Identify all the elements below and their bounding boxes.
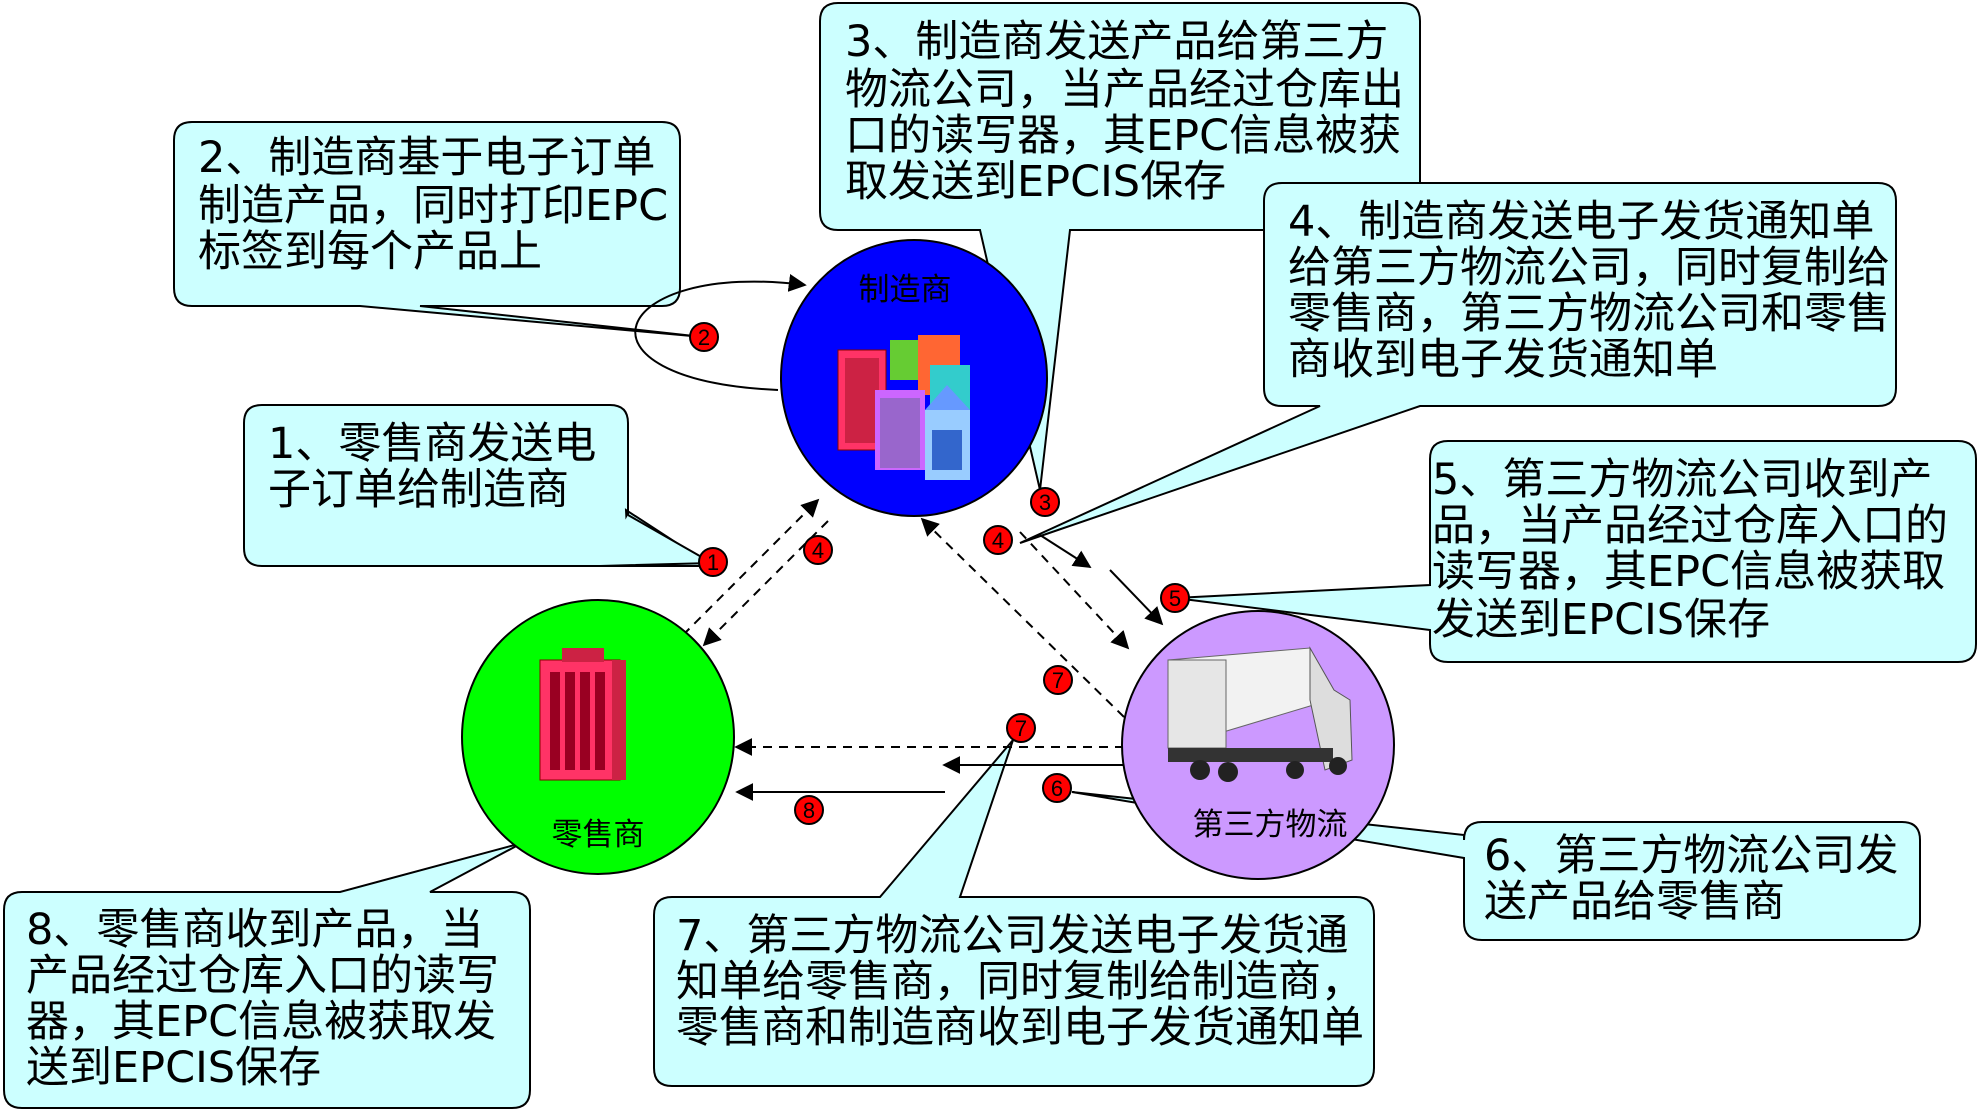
svg-text:7: 7 bbox=[1052, 668, 1064, 693]
callout-line: 给第三方物流公司，同时复制给 bbox=[1288, 243, 1890, 293]
step-badges: 2 1 4 3 4 5 7 7 6 8 bbox=[689, 322, 1190, 825]
callout-step-1-text: 1、零售商发送电 子订单给制造商 bbox=[268, 419, 610, 515]
badge-step-4-right: 4 bbox=[983, 525, 1013, 555]
badge-step-8: 8 bbox=[794, 795, 824, 825]
callout-line: 口的读写器，其EPC信息被获 bbox=[845, 111, 1401, 161]
callout-line: 读写器，其EPC信息被获取 bbox=[1432, 547, 1945, 597]
callout-line: 商收到电子发货通知单 bbox=[1288, 335, 1718, 385]
callout-step-1: 1、零售商发送电 子订单给制造商 bbox=[243, 404, 716, 567]
badge-step-1: 1 bbox=[698, 547, 728, 577]
callout-line: 送到EPCIS保存 bbox=[26, 1043, 321, 1093]
callout-line: 物流公司，当产品经过仓库出 bbox=[845, 65, 1404, 115]
callout-step-7-text: 7、第三方物流公司发送电子发货通 知单给零售商，同时复制给制造商， 零售商和制造… bbox=[676, 911, 1378, 1053]
svg-text:3: 3 bbox=[1039, 490, 1051, 515]
office-tower-icon bbox=[539, 648, 626, 781]
callout-line: 2、制造商基于电子订单 bbox=[198, 133, 655, 183]
callout-line: 子订单给制造商 bbox=[268, 465, 569, 515]
callout-line: 3、制造商发送产品给第三方 bbox=[845, 17, 1388, 67]
callout-line: 5、第三方物流公司收到产 bbox=[1432, 455, 1932, 505]
badge-step-2: 2 bbox=[689, 322, 719, 352]
badge-step-6: 6 bbox=[1042, 773, 1072, 803]
callout-step-5-text: 5、第三方物流公司收到产 品，当产品经过仓库入口的 读写器，其EPC信息被获取 … bbox=[1432, 455, 1962, 645]
callout-line: 标签到每个产品上 bbox=[198, 227, 542, 277]
svg-text:6: 6 bbox=[1051, 776, 1063, 801]
arrow-step-3 bbox=[1039, 534, 1092, 568]
node-retailer: 零售商 bbox=[461, 599, 735, 875]
callout-line: 6、第三方物流公司发 bbox=[1484, 831, 1898, 881]
callout-line: 8、零售商收到产品，当 bbox=[26, 905, 483, 955]
badge-step-4-left: 4 bbox=[803, 535, 833, 565]
callout-line: 知单给零售商，同时复制给制造商， bbox=[676, 957, 1364, 1007]
callout-line: 品，当产品经过仓库入口的 bbox=[1432, 501, 1948, 551]
callout-line: 1、零售商发送电 bbox=[268, 419, 596, 469]
badge-step-7-bottom: 7 bbox=[1006, 713, 1036, 743]
arrow-step-7-to-manufacturer bbox=[920, 517, 1125, 718]
callout-step-2: 2、制造商基于电子订单 制造产品，同时打印EPC 标签到每个产品上 bbox=[173, 121, 704, 338]
office-buildings-icon bbox=[837, 335, 970, 480]
svg-text:4: 4 bbox=[812, 538, 824, 563]
callout-step-3-text: 3、制造商发送产品给第三方 物流公司，当产品经过仓库出 口的读写器，其EPC信息… bbox=[845, 17, 1418, 207]
manufacturer-label: 制造商 bbox=[859, 272, 952, 308]
callout-step-4: 4、制造商发送电子发货通知单 给第三方物流公司，同时复制给 零售商，第三方物流公… bbox=[1019, 182, 1904, 544]
callout-step-6-text: 6、第三方物流公司发 送产品给零售商 bbox=[1484, 831, 1912, 927]
arrow-step-4-to-logistics bbox=[1019, 531, 1130, 650]
callout-line: 送产品给零售商 bbox=[1484, 877, 1785, 927]
svg-text:7: 7 bbox=[1015, 716, 1027, 741]
callout-line: 4、制造商发送电子发货通知单 bbox=[1288, 197, 1874, 247]
arrow-step-4-to-retailer bbox=[702, 520, 829, 647]
callout-line: 取发送到EPCIS保存 bbox=[845, 157, 1226, 207]
arrow-step-2-loop bbox=[634, 274, 807, 391]
callout-step-4-text: 4、制造商发送电子发货通知单 给第三方物流公司，同时复制给 零售商，第三方物流公… bbox=[1288, 197, 1904, 385]
svg-text:2: 2 bbox=[698, 325, 710, 350]
callout-line: 发送到EPCIS保存 bbox=[1432, 595, 1770, 645]
badge-step-3: 3 bbox=[1030, 487, 1060, 517]
arrow-step-5 bbox=[1109, 569, 1164, 626]
badge-step-5: 5 bbox=[1160, 583, 1190, 613]
callout-step-3: 3、制造商发送产品给第三方 物流公司，当产品经过仓库出 口的读写器，其EPC信息… bbox=[819, 2, 1421, 491]
truck-icon bbox=[1167, 646, 1353, 782]
callout-step-8-text: 8、零售商收到产品，当 产品经过仓库入口的读写 器，其EPC信息被获取发 送到E… bbox=[26, 905, 513, 1093]
callout-step-5: 5、第三方物流公司收到产 品，当产品经过仓库入口的 读写器，其EPC信息被获取 … bbox=[1174, 440, 1977, 663]
callout-line: 零售商和制造商收到电子发货通知单 bbox=[676, 1003, 1364, 1053]
callout-line: 器，其EPC信息被获取发 bbox=[26, 997, 496, 1047]
callout-line: 零售商，第三方物流公司和零售 bbox=[1288, 289, 1890, 339]
callout-step-6: 6、第三方物流公司发 送产品给零售商 bbox=[1071, 791, 1921, 941]
callout-step-7: 7、第三方物流公司发送电子发货通 知单给零售商，同时复制给制造商， 零售商和制造… bbox=[653, 739, 1378, 1087]
callout-line: 制造产品，同时打印EPC bbox=[198, 181, 668, 231]
svg-text:4: 4 bbox=[992, 528, 1004, 553]
callout-line: 产品经过仓库入口的读写 bbox=[26, 951, 499, 1001]
node-manufacturer: 制造商 bbox=[780, 239, 1048, 517]
logistics-label: 第三方物流 bbox=[1193, 807, 1348, 843]
callout-step-2-text: 2、制造商基于电子订单 制造产品，同时打印EPC 标签到每个产品上 bbox=[198, 133, 682, 277]
svg-text:5: 5 bbox=[1169, 586, 1181, 611]
callout-line: 7、第三方物流公司发送电子发货通 bbox=[676, 911, 1348, 961]
flow-arrows bbox=[634, 274, 1164, 801]
svg-text:1: 1 bbox=[707, 550, 719, 575]
svg-text:8: 8 bbox=[803, 798, 815, 823]
retailer-label: 零售商 bbox=[552, 817, 645, 853]
callout-step-8: 8、零售商收到产品，当 产品经过仓库入口的读写 器，其EPC信息被获取发 送到E… bbox=[3, 842, 531, 1109]
node-logistics: 第三方物流 bbox=[1121, 610, 1395, 880]
badge-step-7-top: 7 bbox=[1043, 665, 1073, 695]
